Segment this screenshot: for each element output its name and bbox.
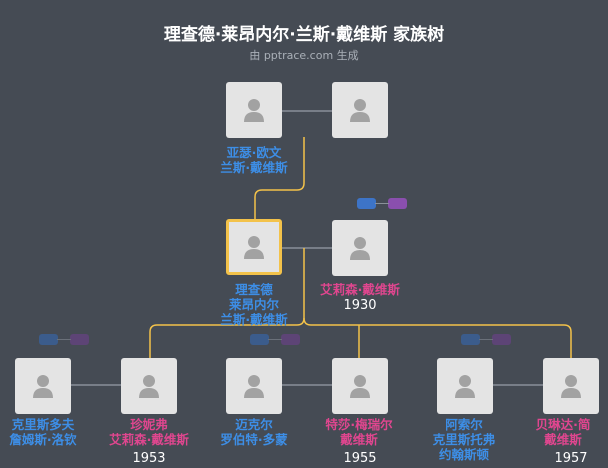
marriage-link-icon[interactable] — [492, 334, 511, 345]
person-card-g1-father[interactable] — [226, 82, 282, 138]
person-silhouette-icon — [350, 375, 370, 398]
person-card-child-3[interactable] — [437, 358, 493, 414]
person-card-child-2[interactable] — [226, 358, 282, 414]
person-name-child-2: 迈克尔 罗伯特·多蒙 — [220, 417, 288, 447]
person-silhouette-icon — [350, 237, 370, 260]
person-card-spouse[interactable] — [332, 220, 388, 276]
marriage-link-icon[interactable] — [39, 334, 58, 345]
marriage-link-icon[interactable] — [281, 334, 300, 345]
person-card-child-2-spouse[interactable] — [332, 358, 388, 414]
person-card-child-1[interactable] — [15, 358, 71, 414]
person-card-child-3-spouse[interactable] — [543, 358, 599, 414]
person-silhouette-icon — [139, 375, 159, 398]
person-year-child-3-spouse: 1957 — [554, 451, 588, 466]
person-silhouette-icon — [244, 99, 264, 122]
page-subtitle: 由 pptrace.com 生成 — [249, 49, 359, 62]
person-name-child-3: 阿索尔 克里斯托弗 约翰斯顿 — [432, 417, 496, 462]
connector-parent-children — [303, 317, 572, 358]
person-silhouette-icon — [244, 236, 264, 259]
person-name-child-1-spouse: 珍妮弗 艾莉森·戴维斯 — [109, 417, 189, 447]
person-name-child-3-spouse: 贝琳达·简 戴维斯 — [535, 417, 591, 447]
person-card-self[interactable] — [226, 219, 282, 275]
person-year-child-2-spouse: 1955 — [343, 451, 377, 466]
person-silhouette-icon — [33, 375, 53, 398]
person-silhouette-icon — [350, 99, 370, 122]
connector-parent-child — [254, 137, 305, 222]
marriage-link-icon[interactable] — [388, 198, 407, 209]
marriage-link-icon[interactable] — [357, 198, 376, 209]
person-card-child-1-spouse[interactable] — [121, 358, 177, 414]
person-silhouette-icon — [561, 375, 581, 398]
person-silhouette-icon — [244, 375, 264, 398]
person-card-g1-mother[interactable] — [332, 82, 388, 138]
person-name-spouse: 艾莉森·戴维斯 — [320, 282, 400, 297]
person-year-child-1-spouse: 1953 — [132, 451, 166, 466]
person-name-g1-father: 亚瑟·欧文 兰斯·戴维斯 — [220, 145, 288, 175]
person-name-child-2-spouse: 特莎·梅瑞尔 戴维斯 — [325, 417, 393, 447]
page-title: 理查德·莱昂内尔·兰斯·戴维斯 家族树 — [163, 25, 445, 45]
marriage-link-icon[interactable] — [461, 334, 480, 345]
person-name-child-1: 克里斯多夫 詹姆斯·洛钦 — [9, 417, 77, 447]
person-year-spouse: 1930 — [343, 298, 377, 313]
person-name-self: 理查德 莱昂内尔 兰斯·戴维斯 — [220, 282, 288, 327]
marriage-link-icon[interactable] — [70, 334, 89, 345]
person-silhouette-icon — [455, 375, 475, 398]
marriage-link-icon[interactable] — [250, 334, 269, 345]
